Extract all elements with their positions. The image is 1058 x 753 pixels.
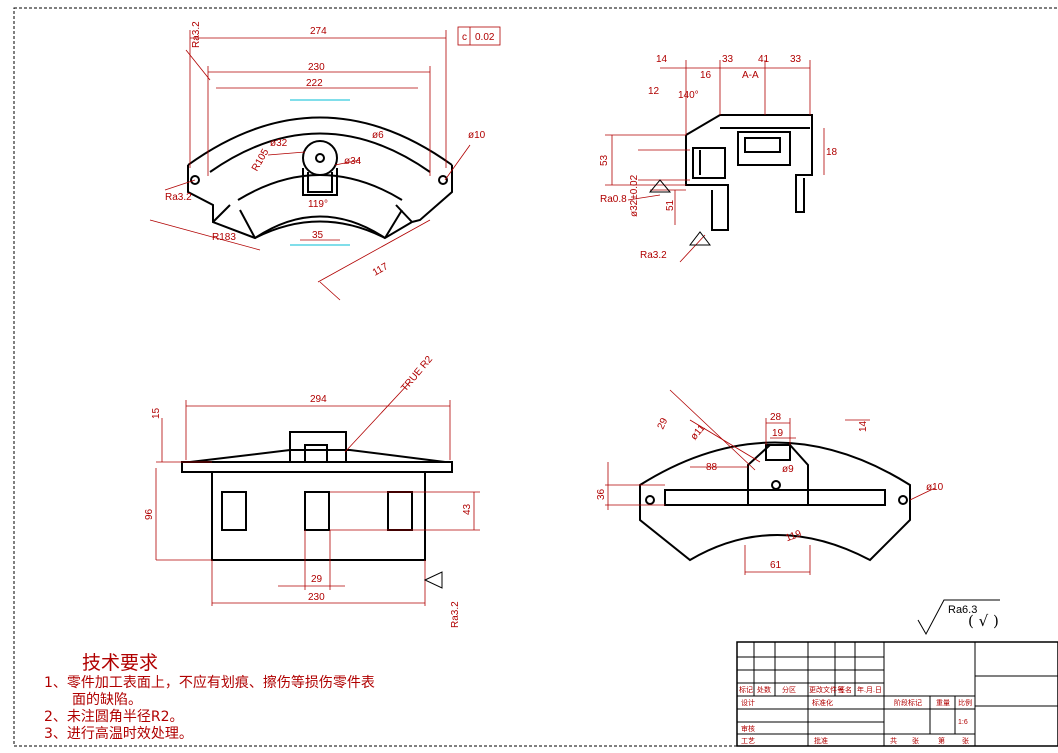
tb-label-weight: 重量 (936, 699, 950, 707)
dim-ra08: Ra0.8 (600, 194, 627, 205)
dim-ra32-side: Ra3.2 (165, 192, 192, 203)
roughness-value: Ra6.3 (948, 604, 977, 616)
tb-scale-value: 1:6 (958, 719, 968, 726)
dim-angle-119: 119° (308, 199, 328, 210)
dim-15: 15 (151, 407, 162, 419)
tb-label-mark: 标记 (739, 685, 753, 694)
dim-dia11: ø11 (689, 422, 708, 442)
dim-35: 35 (312, 230, 324, 241)
general-roughness: Ra6.3 (917, 599, 1000, 636)
tb-label-standard: 标准化 (812, 698, 833, 707)
notes-title: 技术要求 (82, 652, 159, 674)
note-line-3: 2、未注圆角半径R2。 (44, 709, 184, 725)
dim-dia34: ø34 (344, 156, 362, 167)
tb-label-zone: 分区 (782, 685, 796, 694)
tb-label-sheet-no: 第 (938, 736, 945, 745)
top-view-centerlines (290, 99, 350, 246)
dim-r105: R105 (250, 147, 272, 174)
dim-angle-140: 140° (678, 90, 699, 101)
dim-dia32-tol: ø32±0.02 (629, 174, 640, 217)
front-view-dimensions (155, 381, 480, 606)
tb-label-sheets-a: 张 (912, 736, 919, 745)
dim-18: 18 (826, 147, 838, 158)
drawing-border (13, 7, 1058, 747)
dim-119-bottom: 119 (784, 528, 803, 544)
note-true-r2: TRUE R2 (399, 354, 435, 394)
tb-label-total: 共 (890, 736, 897, 745)
dim-r183: R183 (212, 232, 236, 243)
front-view (181, 431, 453, 561)
dim-29-bottom: 29 (656, 416, 671, 431)
dim-12-sec: 12 (648, 86, 660, 97)
tb-label-review: 审核 (741, 724, 755, 733)
bottom-view-dimensions (605, 389, 936, 575)
dim-230-front: 230 (308, 592, 325, 603)
bottom-view-dim-text: 28 29 ø11 19 14 88 ø9 36 ø10 119 61 (596, 412, 944, 571)
roughness-remainder-mark: ( √ ) (968, 612, 999, 630)
dim-51: 51 (665, 199, 676, 211)
dim-222: 222 (306, 78, 323, 89)
dim-117: 117 (371, 261, 391, 279)
dim-dia10-bottom: ø10 (926, 482, 944, 493)
dim-294: 294 (310, 394, 327, 405)
dim-28: 28 (770, 412, 782, 423)
dim-14-bottom: 14 (858, 420, 869, 432)
dim-53: 53 (599, 154, 610, 166)
tb-label-approve: 批准 (814, 736, 828, 745)
tb-label-scale: 比例 (958, 698, 972, 707)
dim-96: 96 (144, 508, 155, 520)
tb-label-count: 处数 (757, 685, 771, 694)
tb-label-date: 年.月.日 (857, 685, 882, 694)
bottom-view (639, 441, 911, 562)
section-view-dim-text: 14 33 41 33 16 A-A 12 140° 53 ø32±0.02 1… (599, 54, 838, 261)
dim-36: 36 (596, 488, 607, 500)
roughness-symbol-front (423, 571, 443, 589)
dim-ra32-sec: Ra3.2 (640, 250, 667, 261)
note-line-2: 面的缺陷。 (72, 692, 142, 708)
dim-19: 19 (772, 428, 784, 439)
top-view (187, 116, 453, 240)
dim-43: 43 (462, 503, 473, 515)
dim-230: 230 (308, 62, 325, 73)
dim-dia9: ø9 (782, 464, 794, 475)
dim-dia32: ø32 (270, 138, 288, 149)
dim-dia10-top: ø10 (468, 130, 486, 141)
dim-274: 274 (310, 26, 327, 37)
gdt-value: 0.02 (475, 32, 495, 43)
title-block (736, 641, 1058, 747)
roughness-symbol-sec-b (688, 231, 712, 246)
tb-label-design: 设计 (741, 698, 755, 707)
dim-29-front: 29 (311, 574, 323, 585)
dim-88: 88 (706, 462, 718, 473)
front-view-dim-text: 294 15 TRUE R2 96 43 29 230 Ra3.2 (144, 354, 473, 628)
tb-label-sign: 签名 (838, 685, 852, 694)
dim-16-sec: 16 (700, 70, 712, 81)
tb-label-sheets-b: 张 (962, 736, 969, 745)
dim-61: 61 (770, 560, 782, 571)
section-label-aa: A-A (742, 70, 759, 81)
dim-ra32-top: Ra3.2 (191, 21, 202, 48)
tb-label-process: 工艺 (741, 737, 755, 745)
dim-33-sec-b: 33 (790, 54, 802, 65)
dim-14-sec: 14 (656, 54, 668, 65)
title-block-labels: 标记 处数 分区 更改文件号 签名 年.月.日 设计 标准化 阶段标记 重量 比… (739, 685, 972, 745)
top-view-dimensions (149, 26, 501, 301)
roughness-symbol-sec-a (648, 179, 672, 193)
dim-41-sec: 41 (758, 54, 770, 65)
dim-dia6: ø6 (372, 130, 384, 141)
dim-ra32-front: Ra3.2 (450, 601, 461, 628)
note-line-4: 3、进行高温时效处理。 (44, 726, 193, 742)
tb-label-stage: 阶段标记 (894, 698, 922, 707)
section-view (685, 114, 813, 231)
section-view-dimensions (605, 60, 825, 263)
dim-33-sec-a: 33 (722, 54, 734, 65)
note-line-1: 1、零件加工表面上，不应有划痕、擦伤等损伤零件表 (44, 675, 375, 691)
gdt-symbol: c (462, 32, 467, 43)
tb-label-change-doc: 更改文件号 (809, 685, 844, 694)
